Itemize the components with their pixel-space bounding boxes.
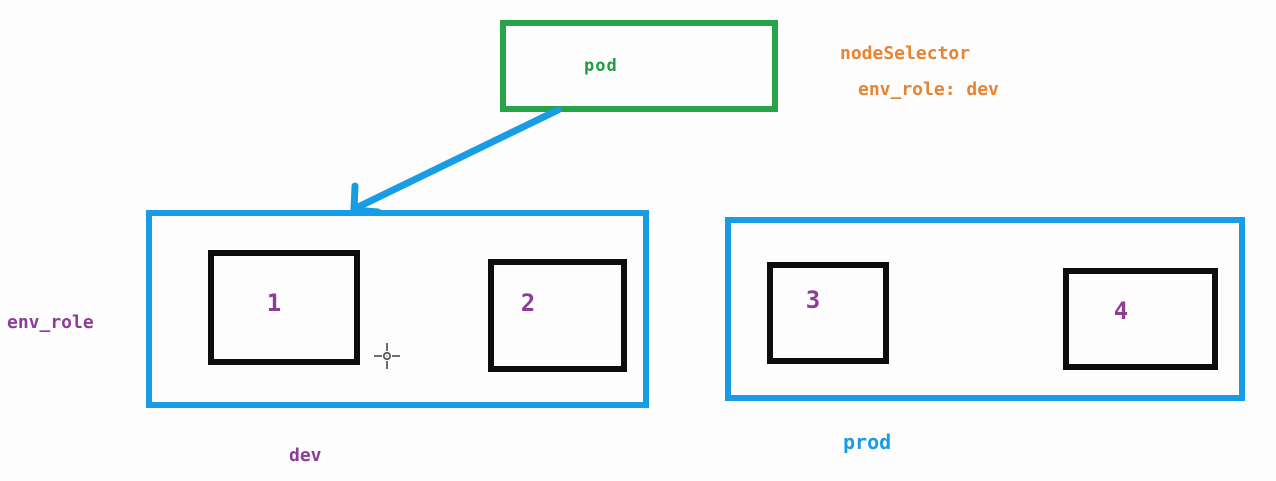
pod-box: pod xyxy=(500,20,778,112)
node-selector-rule: env_role: dev xyxy=(858,79,999,100)
node-dev-label: dev xyxy=(289,445,322,466)
machine-label: 4 xyxy=(1113,297,1129,325)
machine-label: 1 xyxy=(266,289,282,317)
node-selector-title: nodeSelector xyxy=(840,43,971,64)
pod-label: pod xyxy=(584,56,618,76)
node-dev-box: 1 2 xyxy=(146,210,649,408)
machine-label: 3 xyxy=(805,286,821,314)
machine-box-2: 2 xyxy=(488,259,627,372)
machine-box-4: 4 xyxy=(1063,268,1218,370)
machine-box-1: 1 xyxy=(208,250,360,365)
node-prod-label: prod xyxy=(843,430,892,454)
node-prod-box: 3 4 xyxy=(725,217,1245,401)
env-role-key-label: env_role xyxy=(7,312,94,333)
machine-label: 2 xyxy=(520,289,536,317)
machine-box-3: 3 xyxy=(767,262,889,364)
